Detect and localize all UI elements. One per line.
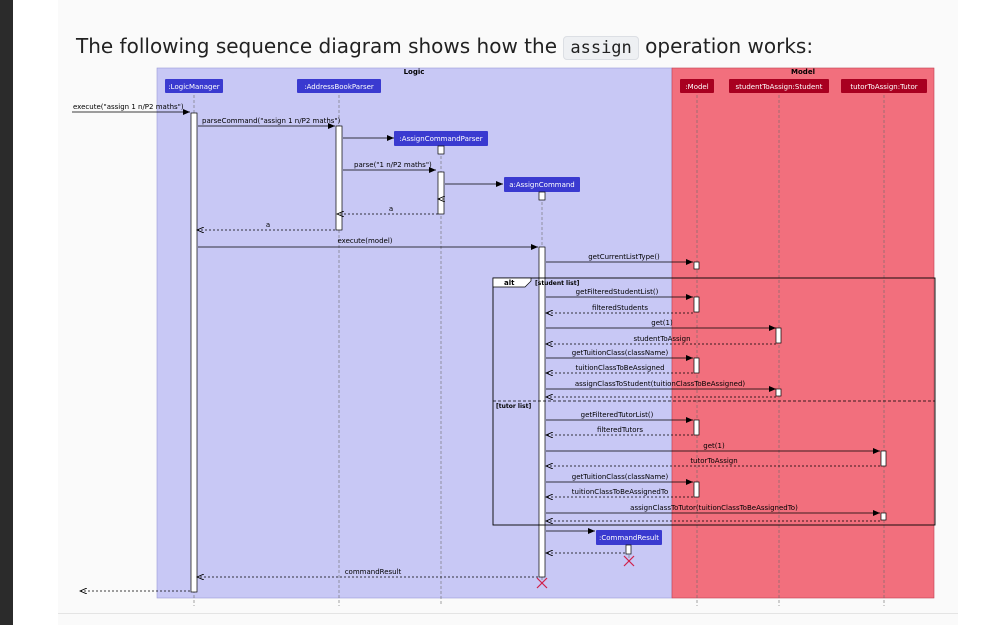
message-label-23: tuitionClassToBeAssignedTo — [572, 488, 668, 496]
activation-assigncommandparser-1 — [437, 145, 445, 155]
message-label-11: filteredStudents — [592, 304, 648, 312]
message-label-1: parseCommand("assign 1 n/P2 maths") — [202, 117, 341, 125]
message-label-13: studentToAssign — [633, 335, 690, 343]
participant-tutor — [841, 79, 927, 93]
participant-assigncommand — [504, 177, 580, 192]
message-label-24: assignClassToTutor(tuitionClassToBeAssig… — [630, 504, 798, 512]
activation-commandresult — [625, 544, 632, 555]
message-label-20: get(1) — [703, 442, 725, 450]
participant-assigncommand-label: a:AssignCommand — [509, 181, 575, 189]
participant-commandresult-label: :CommandResult — [599, 534, 659, 542]
logic-box — [156, 67, 673, 599]
activation-model-1 — [693, 261, 700, 270]
message-label-8: execute(model) — [337, 237, 392, 245]
activation-assigncommand-2 — [538, 246, 546, 578]
activation-assigncommand-1 — [538, 191, 546, 201]
message-label-9: getCurrentListType() — [588, 253, 660, 261]
message-label-14: getTuitionClass(className) — [572, 349, 669, 357]
destroy-mark-commandresult — [623, 555, 635, 567]
message-label-21: tutorToAssign — [690, 457, 737, 465]
activation-student-2 — [775, 388, 782, 397]
participant-student-label: studentToAssign:Student — [736, 83, 823, 91]
participant-student — [729, 79, 829, 93]
participant-tutor-label: tutorToAssign:Tutor — [850, 83, 917, 91]
message-label-10: getFilteredStudentList() — [576, 288, 659, 296]
participant-model-label: :Model — [685, 83, 708, 91]
alt-operator-label: alt — [504, 279, 515, 287]
activation-tutor-2 — [880, 512, 887, 521]
left-edge-bar — [0, 0, 13, 625]
participant-assigncommandparser — [394, 131, 488, 146]
message-label-7: a — [266, 221, 270, 229]
alt-guard-tutor: [tutor list] — [496, 403, 531, 410]
alt-fragment-tab — [492, 277, 532, 288]
message-label-16: assignClassToStudent(tuitionClassToBeAss… — [575, 380, 746, 388]
alt-guard-student: [student list] — [535, 280, 580, 287]
logic-box-label: Logic — [404, 68, 425, 76]
participant-assigncommandparser-label: :AssignCommandParser — [399, 135, 482, 143]
message-label-19: filteredTutors — [597, 426, 643, 434]
participant-addressbookparser-label: :AddressBookParser — [304, 83, 374, 91]
participant-model — [680, 79, 714, 93]
activation-model-5 — [693, 481, 700, 498]
activation-logicmanager — [190, 112, 198, 593]
intro-prefix: The following sequence diagram shows how… — [76, 34, 557, 58]
activation-model-2 — [693, 296, 700, 313]
message-label-0: execute("assign 1 n/P2 maths") — [73, 103, 184, 111]
activation-model-4 — [693, 419, 700, 436]
participant-logicmanager-label: :LogicManager — [168, 83, 219, 91]
message-label-28: commandResult — [345, 568, 402, 576]
message-label-22: getTuitionClass(className) — [572, 473, 669, 481]
intro-sentence: The following sequence diagram shows how… — [76, 34, 814, 60]
activation-tutor-1 — [880, 450, 887, 467]
message-label-3: parse("1 n/P2 maths") — [354, 161, 432, 169]
bottom-divider — [58, 613, 958, 614]
alt-fragment — [492, 277, 936, 526]
participant-commandresult — [596, 530, 662, 545]
destroy-mark-assigncommand — [536, 577, 548, 589]
intro-suffix: operation works: — [645, 34, 814, 58]
activation-assigncommandparser-2 — [437, 171, 445, 215]
activation-model-3 — [693, 357, 700, 374]
participant-logicmanager — [165, 79, 223, 93]
message-label-15: tuitionClassToBeAssigned — [575, 364, 664, 372]
model-box — [671, 67, 935, 599]
message-arrows: execute("assign 1 n/P2 maths") parseComma… — [72, 103, 880, 591]
intro-code: assign — [563, 36, 639, 60]
model-box-label: Model — [791, 68, 815, 76]
participant-addressbookparser — [297, 79, 381, 93]
message-label-12: get(1) — [651, 319, 673, 327]
activation-student-1 — [775, 327, 782, 344]
activation-addressbookparser — [335, 125, 343, 231]
activation-bars — [190, 112, 887, 593]
message-label-6: a — [389, 205, 393, 213]
message-label-18: getFilteredTutorList() — [581, 411, 654, 419]
